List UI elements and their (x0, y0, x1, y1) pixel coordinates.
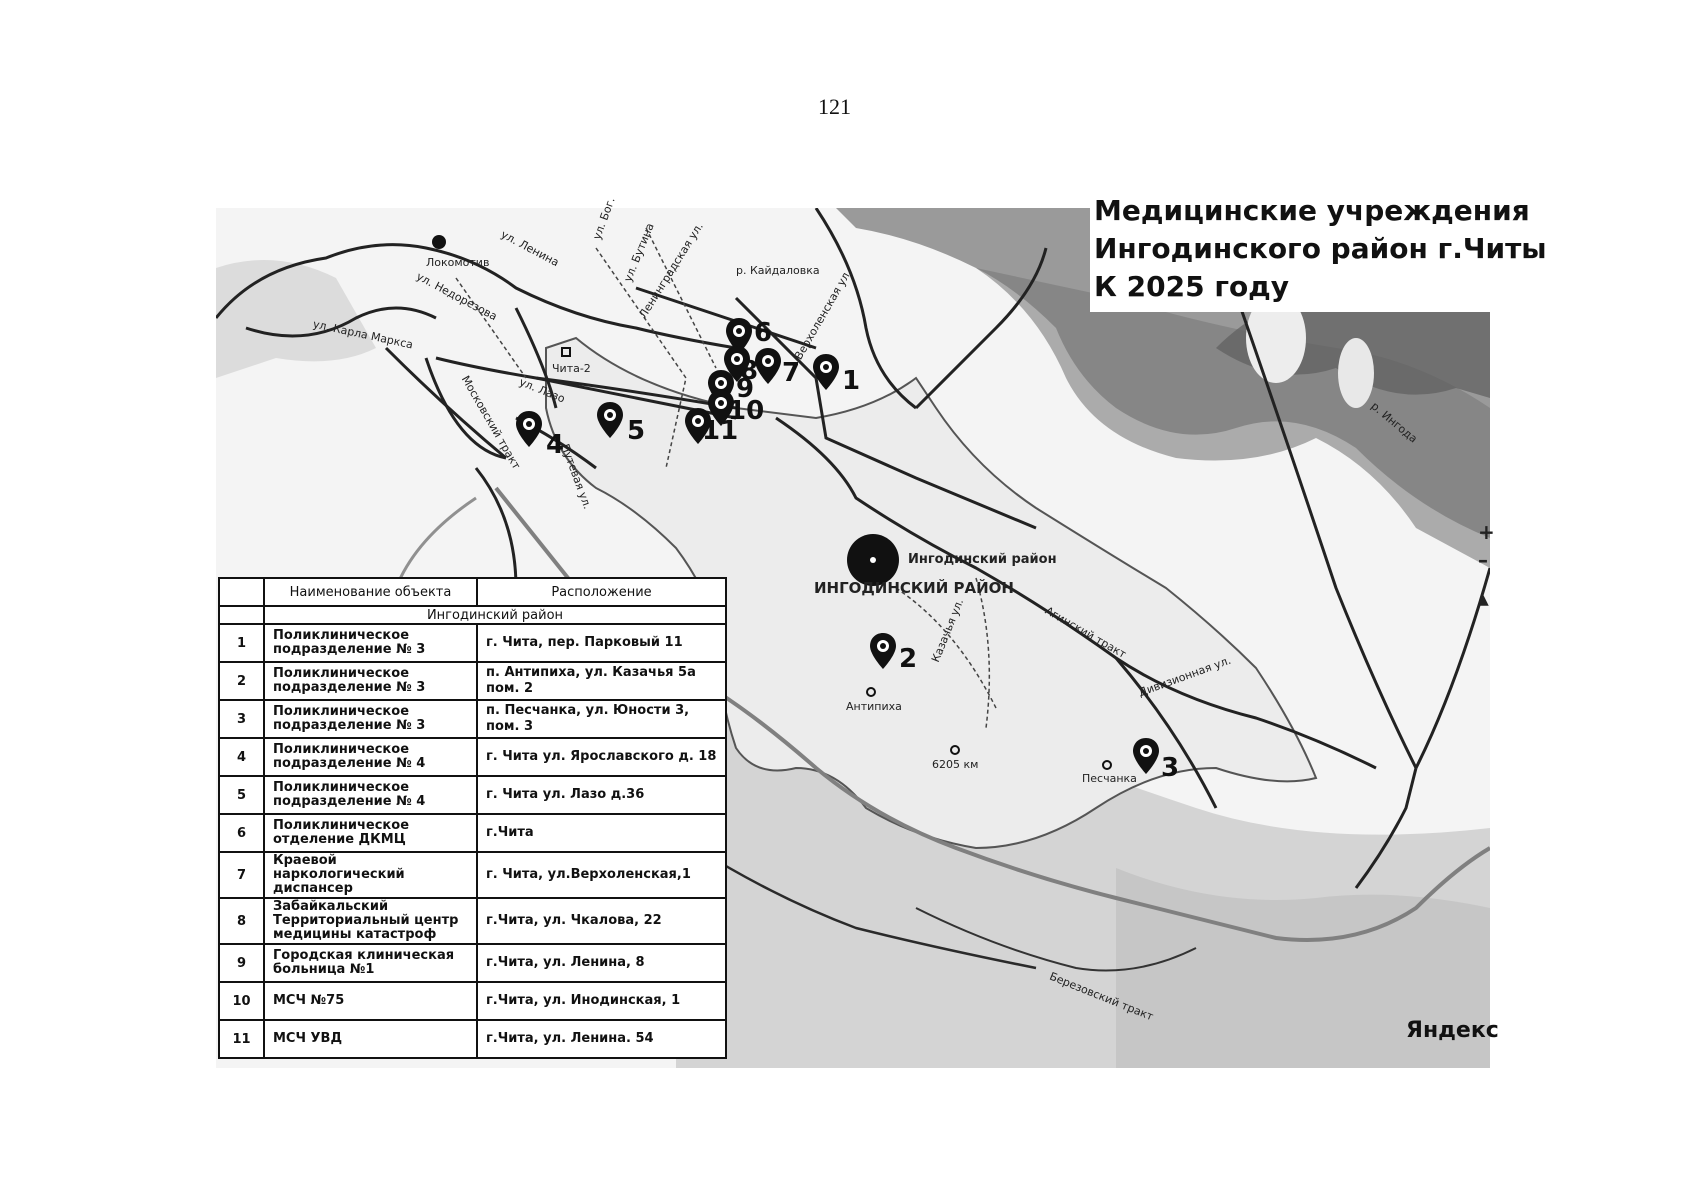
row-name: Поликлиническое подразделение № 4 (263, 737, 478, 777)
row-location: г.Чита, ул. Ленина, 8 (476, 943, 727, 983)
row-num: 10 (218, 981, 265, 1021)
row-location: г. Чита, пер. Парковый 11 (476, 623, 727, 663)
map-title-line-3: К 2025 году (1094, 270, 1290, 303)
marker-5-label: 5 (627, 416, 646, 446)
row-location: г. Чита ул. Лазо д.36 (476, 775, 727, 815)
place-label-chita2: Чита-2 (552, 362, 591, 375)
marker-10-label: 10 (728, 396, 765, 426)
row-num: 6 (218, 813, 265, 853)
marker-3-label: 3 (1161, 753, 1180, 783)
marker-1-label: 1 (842, 366, 861, 396)
map-title-line-1: Медицинские учреждения (1094, 194, 1530, 227)
row-num: 2 (218, 661, 265, 701)
place-label-antipikha: Антипиха (846, 700, 902, 713)
row-name: Поликлиническое подразделение № 4 (263, 775, 478, 815)
row-name: Городская клиническая больница №1 (263, 943, 478, 983)
row-num: 8 (218, 897, 265, 945)
header-location: Расположение (476, 577, 727, 607)
street-label-kaydalovka: р. Кайдаловка (736, 264, 820, 277)
row-location: г.Чита, ул. Ленина. 54 (476, 1019, 727, 1059)
row-location: г. Чита ул. Ярославского д. 18 (476, 737, 727, 777)
row-name: МСЧ №75 (263, 981, 478, 1021)
row-name: Поликлиническое подразделение № 3 (263, 623, 478, 663)
facilities-table: Наименование объекта Расположение Ингоди… (218, 577, 727, 1059)
row-name: Поликлиническое подразделение № 3 (263, 699, 478, 739)
marker-7-icon[interactable] (755, 348, 781, 384)
row-location: г.Чита, ул. Инодинская, 1 (476, 981, 727, 1021)
row-num: 9 (218, 943, 265, 983)
marker-2-label: 2 (899, 644, 918, 674)
row-num: 5 (218, 775, 265, 815)
marker-8-label: 8 (740, 356, 759, 386)
place-label-peschanka: Песчанка (1082, 772, 1137, 785)
marker-10-icon[interactable] (708, 390, 734, 426)
marker-7-label: 7 (782, 358, 801, 388)
place-label-lokomotiv: Локомотив (426, 256, 490, 269)
map[interactable]: 1 2 3 4 5 6 7 8 9 10 11 ул. Ленина ул. Б… (216, 196, 1499, 1068)
marker-2-icon[interactable] (870, 633, 896, 669)
map-title-line-2: Ингодинского район г.Читы (1094, 232, 1547, 265)
marker-1-icon[interactable] (813, 354, 839, 390)
place-label-6205km: 6205 км (932, 758, 979, 771)
main-roads (216, 208, 1490, 889)
compass-icon[interactable]: ▲ (1478, 592, 1489, 608)
header-name: Наименование объекта (263, 577, 478, 607)
row-name: Поликлиническое отделение ДКМЦ (263, 813, 478, 853)
row-location: п. Антипиха, ул. Казачья 5а пом. 2 (476, 661, 727, 701)
row-num: 1 (218, 623, 265, 663)
map-title: Медицинские учреждения Ингодинского райо… (1090, 190, 1547, 312)
yandex-logo[interactable]: Яндекс (1406, 1018, 1499, 1043)
district-label: Ингодинский район (908, 552, 1057, 567)
marker-8-icon[interactable] (724, 346, 750, 382)
zoom-out-button[interactable]: – (1478, 548, 1488, 572)
row-num: 11 (218, 1019, 265, 1059)
marker-6-icon[interactable] (726, 318, 752, 354)
row-num: 4 (218, 737, 265, 777)
marker-4-label: 4 (546, 430, 565, 460)
row-location: г.Чита, ул. Чкалова, 22 (476, 897, 727, 945)
marker-9-label: 9 (736, 374, 755, 404)
marker-4-icon[interactable] (516, 411, 542, 447)
marker-11-icon[interactable] (685, 408, 711, 444)
marker-11-label: 11 (702, 416, 739, 446)
header-num (218, 577, 265, 607)
marker-3-icon[interactable] (1133, 738, 1159, 774)
row-location: г.Чита (476, 813, 727, 853)
row-name: Поликлиническое подразделение № 3 (263, 661, 478, 701)
marker-5-icon[interactable] (597, 402, 623, 438)
district-row-label: Ингодинский район (263, 605, 727, 625)
row-name: Забайкальский Территориальный центр меди… (263, 897, 478, 945)
zoom-in-button[interactable]: + (1478, 520, 1495, 544)
district-row: Ингодинский район (218, 605, 727, 625)
row-location: г. Чита, ул.Верхоленская,1 (476, 851, 727, 899)
row-num: 7 (218, 851, 265, 899)
page-number: 121 (818, 94, 851, 119)
row-num: 3 (218, 699, 265, 739)
row-name: Краевой наркологический диспансер (263, 851, 478, 899)
row-name: МСЧ УВД (263, 1019, 478, 1059)
marker-6-label: 6 (754, 318, 773, 348)
map-canvas (216, 208, 1490, 1068)
row-location: п. Песчанка, ул. Юности 3, пом. 3 (476, 699, 727, 739)
table-header-row: Наименование объекта Расположение (218, 577, 727, 607)
district-big-label: ИНГОДИНСКИЙ РАЙОН (814, 579, 1014, 597)
